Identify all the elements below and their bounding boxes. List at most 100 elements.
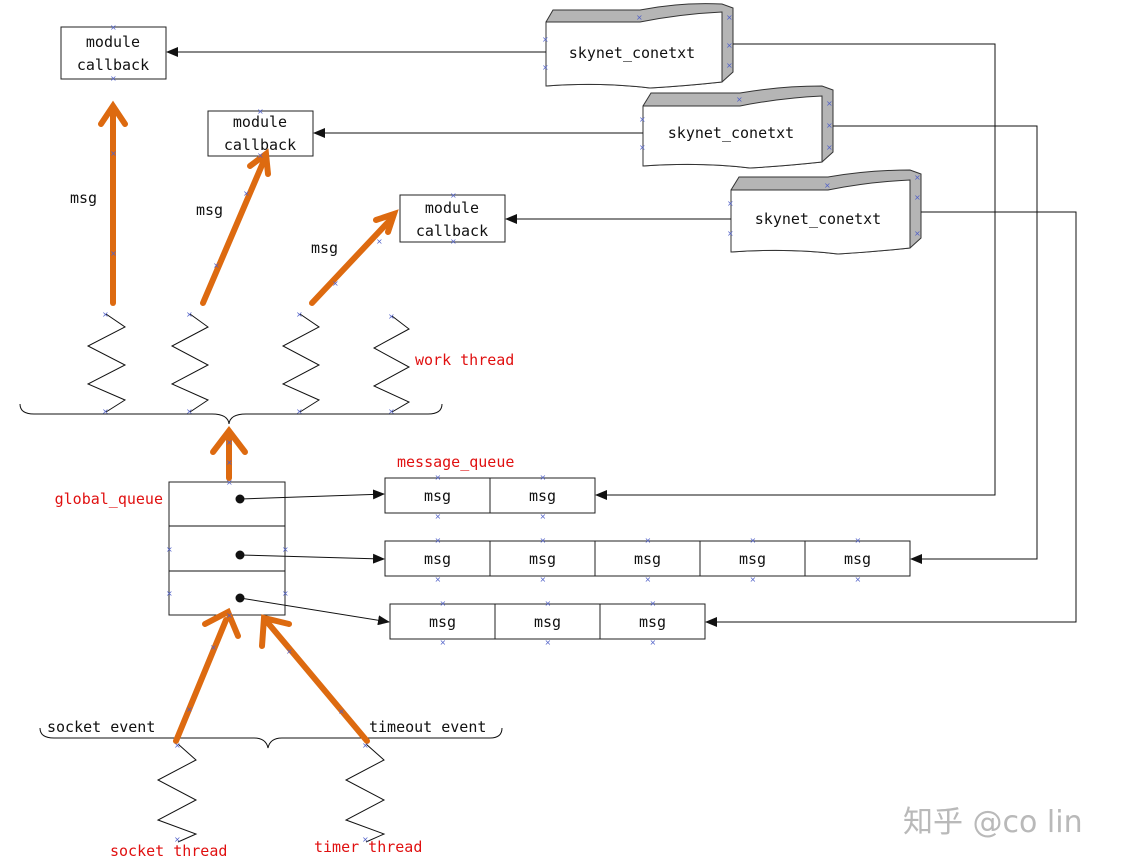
msg-label: msg (196, 201, 223, 219)
message-queue-cell (594, 540, 701, 577)
svg-text:×: × (542, 63, 549, 72)
svg-text:×: × (736, 95, 743, 104)
connection-point-marker: × (545, 638, 552, 647)
svg-text:×: × (102, 310, 109, 319)
work-thread-brace (19, 403, 443, 425)
queue-pointer-arrow (239, 489, 385, 500)
svg-text:×: × (226, 438, 233, 447)
svg-text:×: × (826, 143, 833, 152)
connection-point-marker: × (750, 536, 757, 545)
message-queue-cell (384, 477, 491, 514)
socket-event-label: socket event (47, 718, 155, 736)
skynet-context-label: skynet_conetxt (755, 210, 881, 228)
svg-text:×: × (388, 312, 395, 321)
svg-text:×: × (338, 707, 345, 716)
svg-text:×: × (450, 237, 457, 246)
svg-text:×: × (639, 115, 646, 124)
connection-point-marker: × (440, 638, 447, 647)
message-queues: msg××msg××msg××msg××msg××msg××msg××msg××… (384, 473, 911, 647)
message-queue-row: msg××msg××msg×× (389, 599, 706, 647)
msg-label: msg (311, 239, 338, 257)
svg-text:×: × (257, 151, 264, 160)
module-callback-3: module callback (399, 194, 506, 243)
svg-text:×: × (636, 13, 643, 22)
message-queue-cell (804, 540, 911, 577)
context-to-queue-line (595, 43, 996, 500)
connection-point-marker: × (435, 512, 442, 521)
watermark: 知乎 @co lin (903, 805, 1083, 840)
svg-text:×: × (186, 407, 193, 416)
message-queue-cell-label: msg (634, 550, 661, 568)
skynet-context-2: skynet_conetxt (642, 85, 834, 169)
connection-point-marker: × (645, 536, 652, 545)
connection-point-marker: × (650, 638, 657, 647)
skynet-context-1: skynet_conetxt (545, 3, 734, 89)
connection-point-marker: × (440, 599, 447, 608)
queue-pointer-arrow (239, 597, 390, 626)
svg-text:×: × (362, 741, 369, 750)
svg-text:×: × (726, 41, 733, 50)
svg-text:×: × (174, 835, 181, 844)
svg-text:×: × (726, 13, 733, 22)
svg-text:×: × (726, 61, 733, 70)
skynet-context-3: skynet_conetxt (730, 169, 922, 255)
svg-text:×: × (186, 310, 193, 319)
message-queue-cell-label: msg (424, 487, 451, 505)
msg-arrows (98, 100, 399, 306)
message-queue-cell-label: msg (529, 487, 556, 505)
module-callback-1: module callback (60, 26, 167, 80)
svg-text:×: × (388, 407, 395, 416)
svg-text:×: × (102, 407, 109, 416)
connection-point-marker: × (540, 512, 547, 521)
connection-point-marker: × (435, 575, 442, 584)
queue-pointer-arrow (239, 553, 385, 564)
callback-label: callback (224, 136, 296, 154)
svg-text:×: × (826, 121, 833, 130)
svg-text:×: × (186, 705, 193, 714)
connection-point-markers: × × × × × × × × × × × × × × × × × × × × × × × × × × ×… (102, 13, 921, 844)
skynet-context-label: skynet_conetxt (668, 124, 794, 142)
message-queue-cell (489, 477, 596, 514)
svg-text:×: × (362, 835, 369, 844)
connection-point-marker: × (545, 599, 552, 608)
svg-text:×: × (450, 191, 457, 200)
svg-text:×: × (210, 643, 217, 652)
svg-text:×: × (824, 181, 831, 190)
svg-text:×: × (332, 279, 339, 288)
message-queue-cell-label: msg (529, 550, 556, 568)
connection-point-marker: × (855, 536, 862, 545)
connection-point-marker: × (435, 473, 442, 482)
message-queue-cell-label: msg (424, 550, 451, 568)
message-queue-cell (494, 603, 601, 640)
svg-text:×: × (282, 545, 289, 554)
svg-text:×: × (226, 458, 233, 467)
connection-point-marker: × (650, 599, 657, 608)
connection-point-marker: × (645, 575, 652, 584)
svg-text:×: × (376, 237, 383, 246)
svg-text:×: × (282, 589, 289, 598)
msg-label: msg (70, 189, 97, 207)
svg-text:×: × (257, 107, 264, 116)
callback-label: callback (416, 222, 488, 240)
svg-text:×: × (826, 99, 833, 108)
message-queue-row: msg××msg×× (384, 473, 596, 521)
svg-text:×: × (110, 249, 117, 258)
message-queue-cell-label: msg (739, 550, 766, 568)
svg-text:×: × (296, 310, 303, 319)
socket-thread-label: socket thread (110, 842, 227, 860)
svg-text:×: × (110, 74, 117, 83)
message-queue-cell (384, 540, 491, 577)
svg-text:×: × (174, 741, 181, 750)
message-queue-cell-label: msg (429, 613, 456, 631)
connection-point-marker: × (855, 575, 862, 584)
svg-text:×: × (226, 478, 233, 487)
svg-text:×: × (727, 229, 734, 238)
svg-text:×: × (166, 589, 173, 598)
event-arrows (173, 607, 370, 744)
context-to-queue-line (705, 211, 1077, 627)
message-queue-label: message_queue (397, 453, 514, 471)
svg-text:×: × (914, 229, 921, 238)
global-to-work-arrow (210, 426, 248, 481)
context-to-queue-line (833, 125, 1038, 564)
svg-text:×: × (639, 143, 646, 152)
